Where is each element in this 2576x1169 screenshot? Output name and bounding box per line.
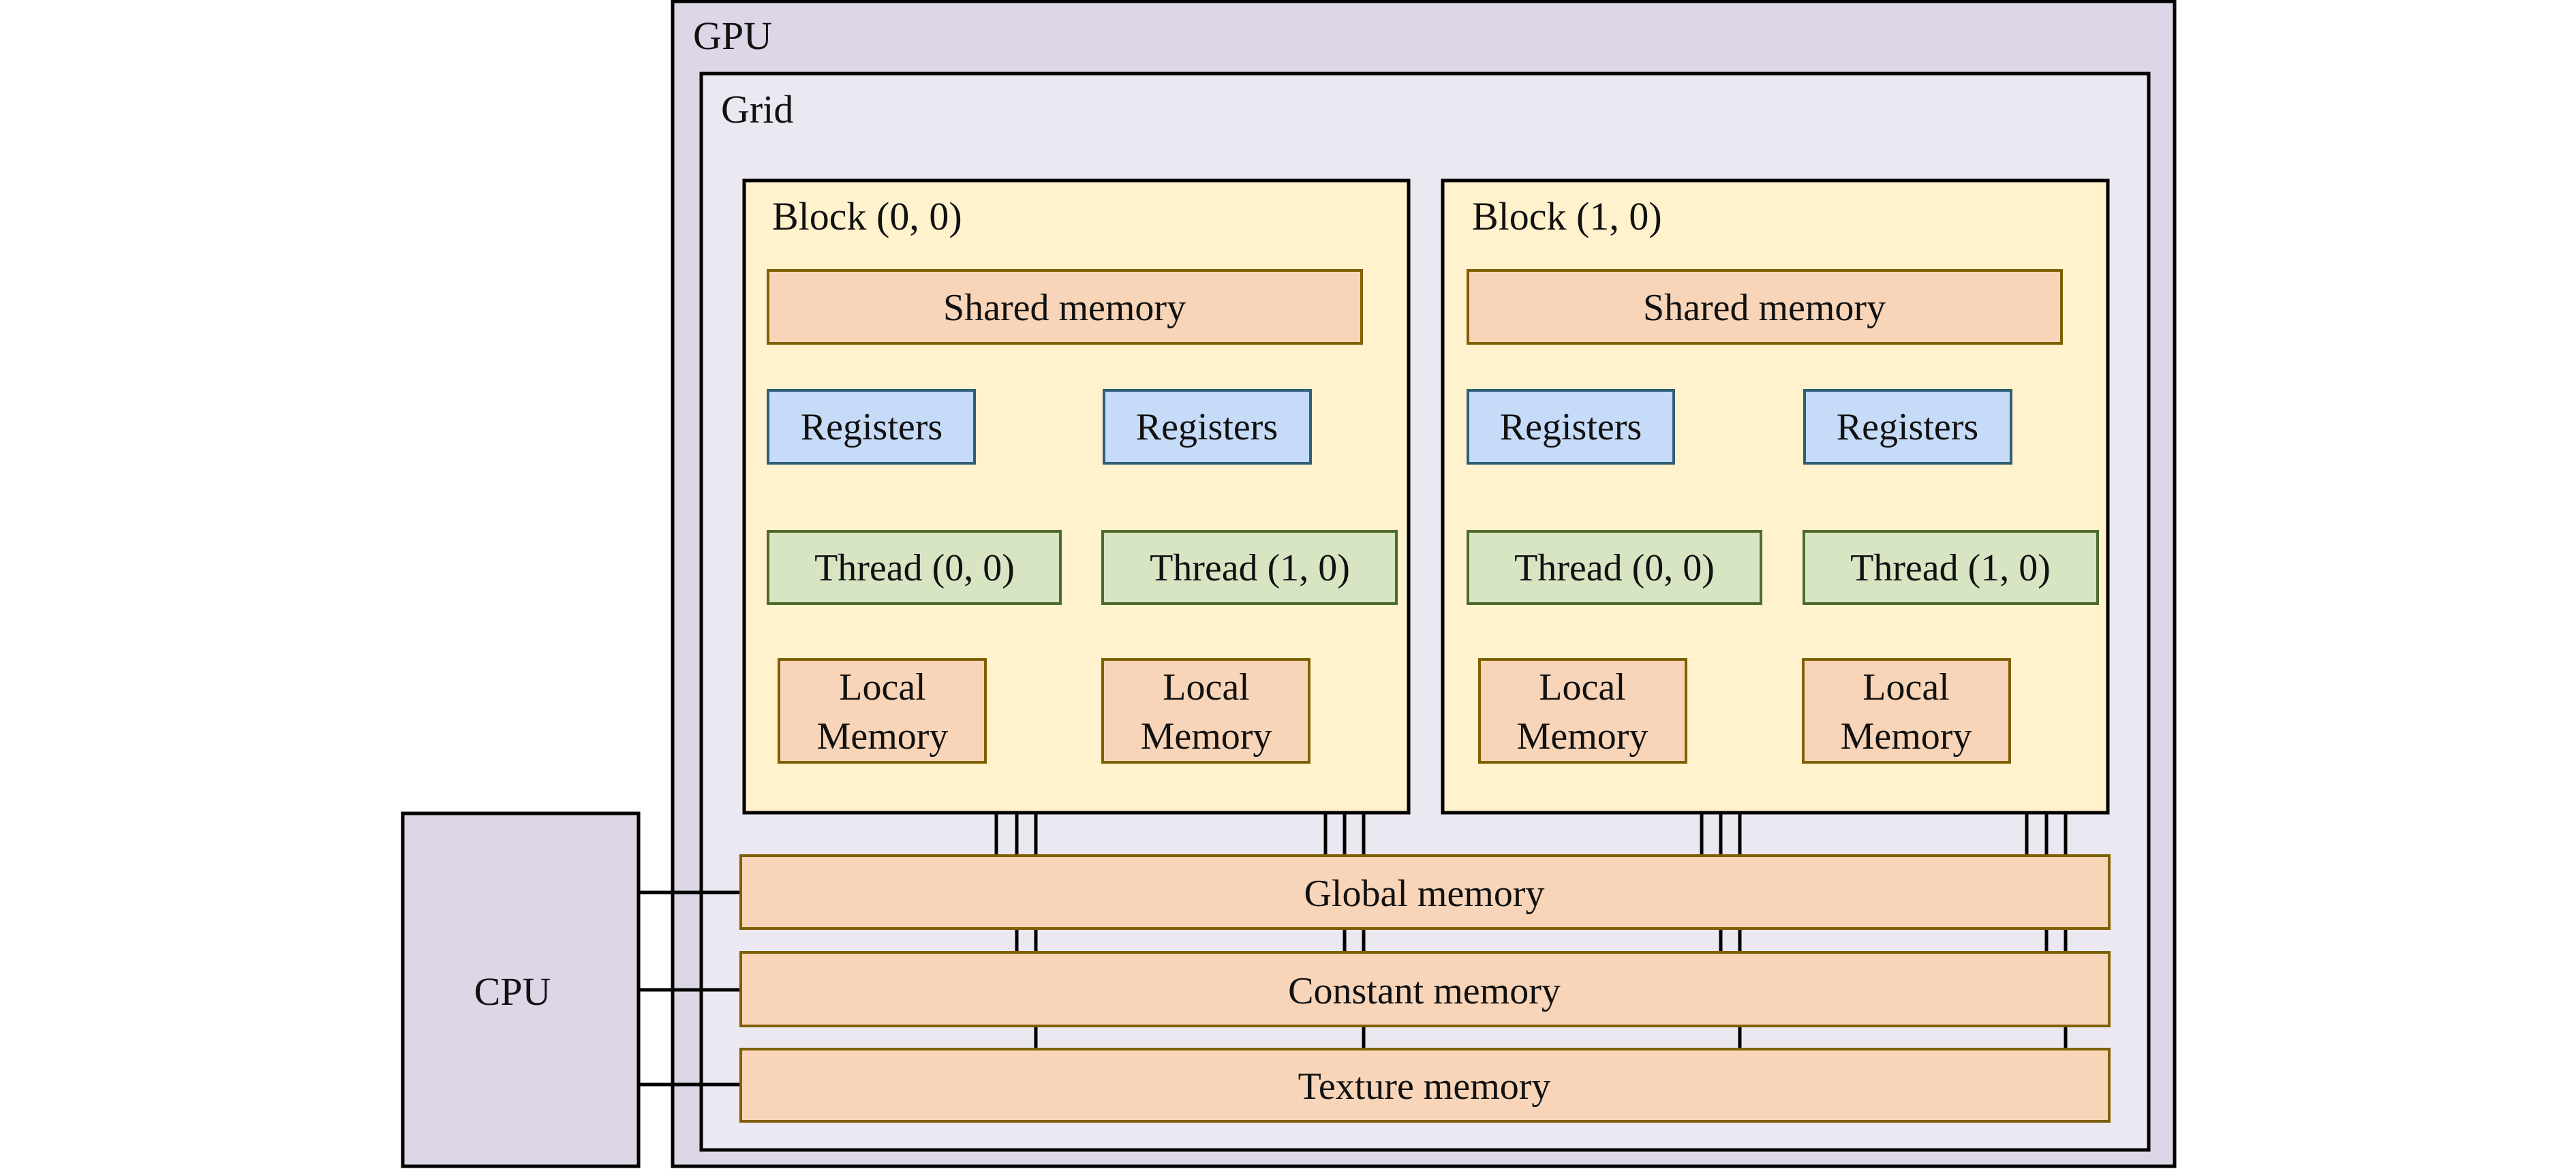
- thread-box: [767, 530, 1062, 605]
- registers-label: Registers: [1136, 406, 1278, 448]
- texture-memory-box: [739, 1048, 2111, 1123]
- registers-box: [1103, 389, 1312, 465]
- thread-box: [1803, 530, 2099, 605]
- constant-memory-box: [739, 951, 2111, 1027]
- registers-label: Registers: [1500, 406, 1642, 448]
- block-0-0: Block (0, 0) Shared memory Registers Reg…: [742, 178, 1411, 815]
- texture-memory-label: Texture memory: [1298, 1065, 1551, 1108]
- thread-label: Thread (0, 0): [1514, 547, 1715, 589]
- local-memory-label: Memory: [1517, 715, 1649, 758]
- local-memory-box: [778, 658, 987, 764]
- local-memory-label: Memory: [1841, 715, 1972, 758]
- registers-label: Registers: [801, 406, 942, 448]
- thread-box: [1467, 530, 1762, 605]
- block-1-0: Block (1, 0) Shared memory Registers Reg…: [1441, 178, 2110, 815]
- gpu-label: GPU: [693, 14, 772, 58]
- local-memory-label: Local: [1862, 666, 1949, 708]
- registers-label: Registers: [1837, 406, 1978, 448]
- thread-box: [1101, 530, 1398, 605]
- local-memory-label: Memory: [1141, 715, 1272, 758]
- grid-label: Grid: [721, 87, 793, 131]
- registers-box: [1803, 389, 2012, 465]
- registers-box: [1467, 389, 1675, 465]
- cpu-container: CPU: [401, 811, 641, 1168]
- shared-memory-label: Shared memory: [943, 287, 1186, 329]
- device-memories: Global memory Constant memory Texture me…: [739, 854, 2111, 1123]
- block-label: Block (0, 0): [772, 194, 962, 238]
- thread-label: Thread (0, 0): [814, 547, 1015, 589]
- block-label: Block (1, 0): [1472, 194, 1662, 238]
- local-memory-box: [1478, 658, 1687, 764]
- global-memory-box: [739, 854, 2111, 930]
- local-memory-label: Memory: [817, 715, 949, 758]
- local-memory-label: Local: [1539, 666, 1625, 708]
- local-memory-box: [1802, 658, 2011, 764]
- local-memory-box: [1101, 658, 1310, 764]
- shared-memory-label: Shared memory: [1643, 287, 1886, 329]
- global-memory-label: Global memory: [1304, 873, 1544, 915]
- local-memory-label: Local: [839, 666, 925, 708]
- constant-memory-label: Constant memory: [1288, 970, 1561, 1012]
- thread-label: Thread (1, 0): [1150, 547, 1350, 589]
- shared-memory-box: [767, 269, 1363, 345]
- local-memory-label: Local: [1163, 666, 1249, 708]
- shared-memory-box: [1467, 269, 2063, 345]
- cpu-box: [401, 811, 641, 1168]
- thread-label: Thread (1, 0): [1850, 547, 2051, 589]
- cpu-label: CPU: [474, 969, 551, 1014]
- registers-box: [767, 389, 976, 465]
